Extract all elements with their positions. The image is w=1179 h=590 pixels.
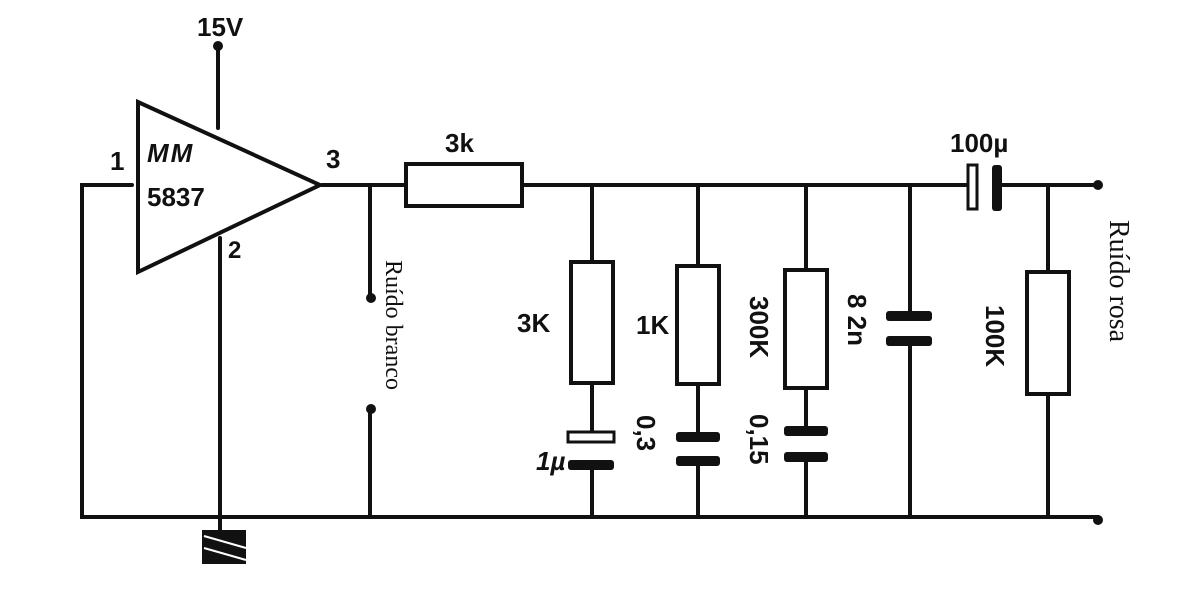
resistor-3k bbox=[569, 260, 615, 385]
capacitor-82n bbox=[886, 311, 932, 346]
ic-name-line2: 5837 bbox=[147, 182, 205, 212]
ic-triangle bbox=[136, 98, 325, 276]
pin-3-label: 3 bbox=[326, 144, 340, 174]
capacitor-0-15-label: 0,15 bbox=[744, 414, 774, 465]
ic-name-line1: MM bbox=[147, 138, 194, 168]
series-resistor-label: 3k bbox=[445, 128, 474, 158]
capacitor-0-3-label: 0,3 bbox=[631, 415, 661, 451]
capacitor-coupling bbox=[966, 163, 1002, 211]
capacitor-0-15 bbox=[784, 426, 828, 462]
terminals bbox=[213, 41, 1103, 525]
pink-noise-label: Ruído rosa bbox=[1103, 220, 1134, 343]
resistor-300k bbox=[783, 268, 829, 390]
resistor-3k-label: 3K bbox=[517, 308, 550, 338]
white-noise-label: Ruído branco bbox=[380, 260, 406, 390]
coupling-capacitor-label: 100µ bbox=[950, 128, 1008, 158]
supply-voltage-label: 15V bbox=[197, 12, 244, 42]
pin-2-label: 2 bbox=[228, 237, 241, 264]
ground-symbol bbox=[202, 530, 247, 564]
resistor-100k bbox=[1025, 270, 1071, 396]
resistor-1k bbox=[675, 264, 721, 386]
capacitor-82n-label: 8 2n bbox=[842, 294, 872, 346]
resistor-300k-label: 300K bbox=[744, 296, 774, 358]
capacitor-1u bbox=[566, 430, 616, 470]
resistor-series bbox=[404, 162, 524, 208]
wires bbox=[80, 46, 1100, 532]
resistor-100k-label: 100K bbox=[980, 305, 1010, 367]
pin-1-label: 1 bbox=[110, 146, 124, 176]
capacitor-1u-label: 1µ bbox=[536, 446, 565, 476]
capacitor-0-3 bbox=[676, 432, 720, 466]
resistor-1k-label: 1K bbox=[636, 310, 669, 340]
